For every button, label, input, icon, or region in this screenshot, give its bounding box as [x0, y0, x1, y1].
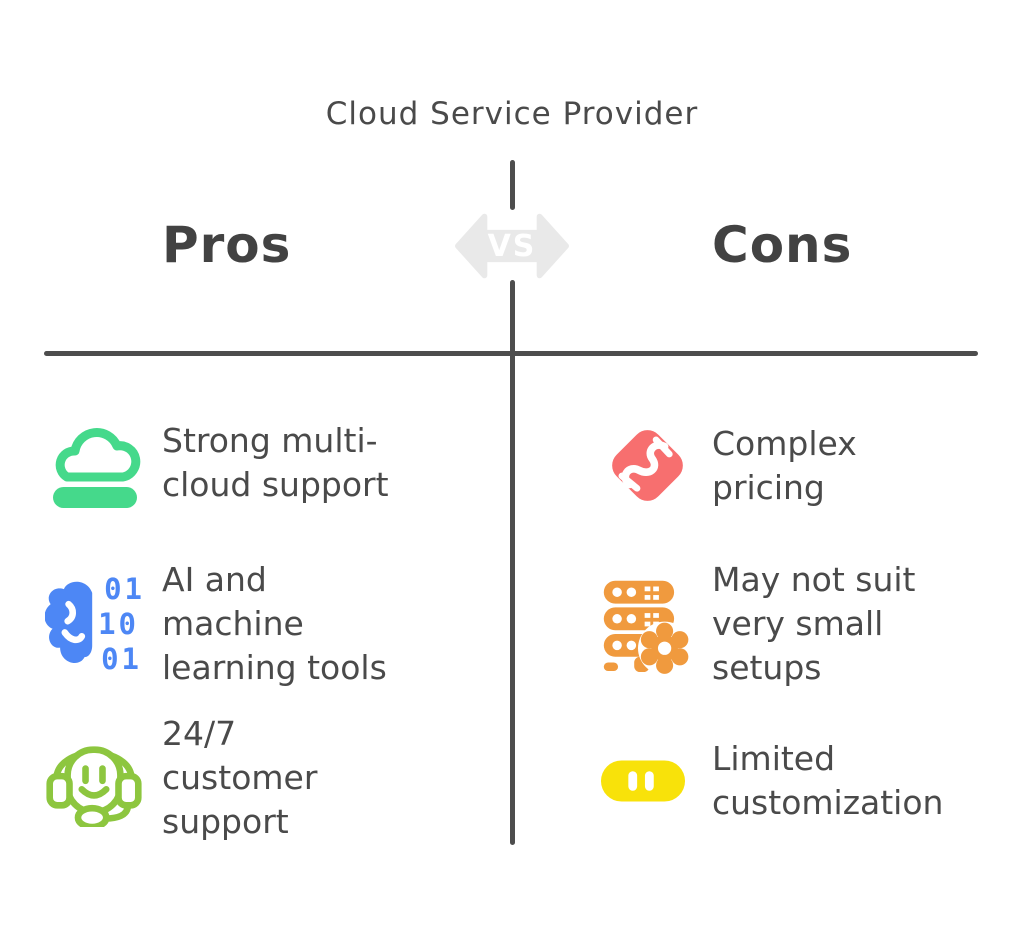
list-item-cons-customization: Limited customization: [600, 737, 1024, 825]
vs-badge-label: VS: [487, 228, 537, 264]
item-label: Limited customization: [712, 737, 1024, 825]
item-label-line: customization: [712, 783, 944, 822]
list-item-pros-ai: 01 10 01 AI and machine learning tools: [45, 558, 492, 690]
ai-brain-binary-icon: 01 10 01: [45, 564, 145, 684]
list-item-pros-multicloud: Strong multi- cloud support: [45, 413, 492, 513]
item-label-line: May not suit: [712, 560, 916, 599]
item-label: Complex pricing: [712, 422, 1024, 510]
price-tag-icon: [600, 418, 695, 513]
item-label-line: machine: [162, 604, 304, 643]
headset-support-icon: [45, 729, 145, 827]
item-label-line: AI and: [162, 560, 267, 599]
item-label-line: Complex: [712, 423, 857, 463]
item-label: AI and machine learning tools: [162, 558, 492, 690]
item-label-line: Strong multi-: [162, 421, 378, 460]
item-label: 24/7 customer support: [162, 712, 492, 844]
cons-heading: Cons: [712, 216, 853, 274]
item-label-line: support: [162, 802, 289, 841]
item-label: May not suit very small setups: [712, 558, 1024, 690]
page-title: Cloud Service Provider: [325, 96, 699, 132]
vertical-divider-bottom: [510, 280, 515, 845]
server-gear-icon: [600, 575, 695, 674]
item-label-line: setups: [712, 648, 822, 687]
horizontal-divider: [44, 351, 978, 356]
item-label-line: Limited: [712, 739, 836, 778]
binary-digits: 01 10 01: [98, 571, 145, 676]
item-label-line: customer: [162, 758, 318, 797]
double-arrow-icon: [455, 213, 569, 279]
list-item-cons-setups: May not suit very small setups: [600, 558, 1024, 690]
item-label-line: learning tools: [162, 648, 387, 687]
pros-heading: Pros: [162, 216, 292, 274]
item-label: Strong multi- cloud support: [162, 419, 492, 507]
list-item-cons-pricing: Complex pricing: [600, 418, 1024, 513]
vs-badge: VS: [455, 210, 569, 282]
vertical-divider-top: [510, 160, 515, 210]
toggle-pill-icon: [600, 759, 695, 803]
item-label-line: pricing: [712, 467, 825, 507]
item-label-line: cloud support: [162, 465, 389, 504]
item-label-line: very small: [712, 604, 884, 643]
list-item-pros-support: 24/7 customer support: [45, 712, 492, 844]
item-label-line: 24/7: [162, 714, 237, 753]
cloud-icon: [45, 413, 145, 513]
